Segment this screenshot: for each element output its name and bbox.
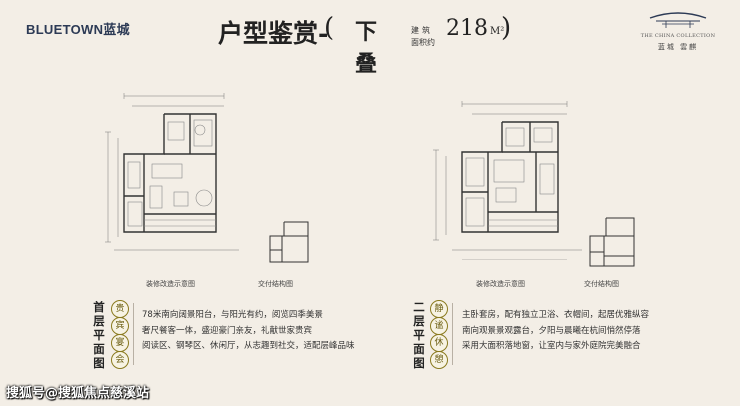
china-collection-logo: THE CHINA COLLECTION 蓝城 雲麒 — [636, 6, 720, 51]
floor-label-char: 层 — [413, 314, 425, 328]
floor-label-char: 层 — [93, 314, 105, 328]
area-label-line1: 建筑 — [411, 26, 433, 35]
floor-label-char: 图 — [93, 356, 105, 370]
first-floor-seal: 贵 — [111, 300, 129, 318]
floor-label-char: 首 — [93, 300, 105, 314]
first-floor-label: 首 层 平 面 图 — [92, 300, 106, 370]
second-floor-mini-caption: 交付结构图 — [584, 280, 619, 288]
description-line: 奢尺餐客一体，盛迎豪门亲友，礼献世家贵宾 — [142, 325, 313, 336]
first-floor-structure-drawing — [269, 221, 309, 263]
description-line: 78米南向阔景阳台，与阳光有约，阅览四季美景 — [142, 310, 323, 320]
second-floor-description: 主卧套房，配有独立卫浴、衣帽间，起居优雅纵容 南向观景景观露台，夕阳与晨曦在杭间… — [462, 308, 649, 355]
brand-chinese: 蓝城 雲麒 — [657, 43, 699, 51]
first-floor-main-caption: 装修改造示意图 — [146, 280, 195, 288]
second-floor-seal: 谧 — [430, 317, 448, 335]
area-value: 218 — [446, 16, 488, 41]
area-unit: M² — [490, 26, 505, 37]
first-floor-mini-caption: 交付结构图 — [258, 280, 293, 288]
floor-label-char: 图 — [413, 356, 425, 370]
unit-type: 下叠 — [355, 19, 378, 77]
floor-label-char: 平 — [93, 328, 105, 342]
title-paren-close: ) — [501, 13, 512, 43]
first-floor-seal: 宾 — [111, 317, 129, 335]
second-floor-main-caption: 装修改造示意图 — [476, 280, 525, 288]
first-floor-seal: 宴 — [111, 334, 129, 352]
second-floor-plan-drawing — [433, 101, 582, 260]
second-floor-seal: 休 — [430, 334, 448, 352]
first-floor-divider — [133, 303, 134, 365]
pavilion-roof-icon — [649, 12, 707, 28]
title-text: 户型鉴赏- — [218, 19, 329, 48]
second-floor-structure-drawing — [589, 217, 635, 267]
source-watermark: 搜狐号@搜狐焦点慈溪站 — [6, 386, 150, 401]
second-floor-seal: 静 — [430, 300, 448, 318]
description-line: 南向观景景观露台，夕阳与晨曦在杭间悄然停落 — [462, 325, 641, 336]
first-floor-description: 78米南向阔景阳台，与阳光有约，阅览四季美景 奢尺餐客一体，盛迎豪门亲友，礼献世… — [142, 308, 355, 355]
floor-label-char: 面 — [413, 342, 425, 356]
title-paren-open: ( — [324, 13, 335, 43]
area-label-line2: 面积约 — [411, 38, 435, 47]
first-floor-seal: 会 — [111, 351, 129, 369]
second-floor-seal: 憩 — [430, 351, 448, 369]
second-floor-label: 二 层 平 面 图 — [412, 300, 426, 370]
description-line: 采用大面积落地窗，让室内与家外庭院完美融合 — [462, 341, 641, 351]
floor-label-char: 面 — [93, 342, 105, 356]
floor-label-char: 二 — [413, 300, 425, 314]
description-line: 主卧套房，配有独立卫浴、衣帽间，起居优雅纵容 — [462, 310, 650, 320]
floor-label-char: 平 — [413, 328, 425, 342]
bluetown-logo: BLUETOWN蓝城 — [26, 22, 130, 37]
first-floor-plan-drawing — [105, 93, 239, 251]
second-floor-divider — [452, 303, 453, 365]
description-line: 阅读区、钢琴区、休闲厅，从志趣到社交，适配层峰品味 — [142, 341, 355, 351]
brand-english: THE CHINA COLLECTION — [640, 33, 716, 39]
